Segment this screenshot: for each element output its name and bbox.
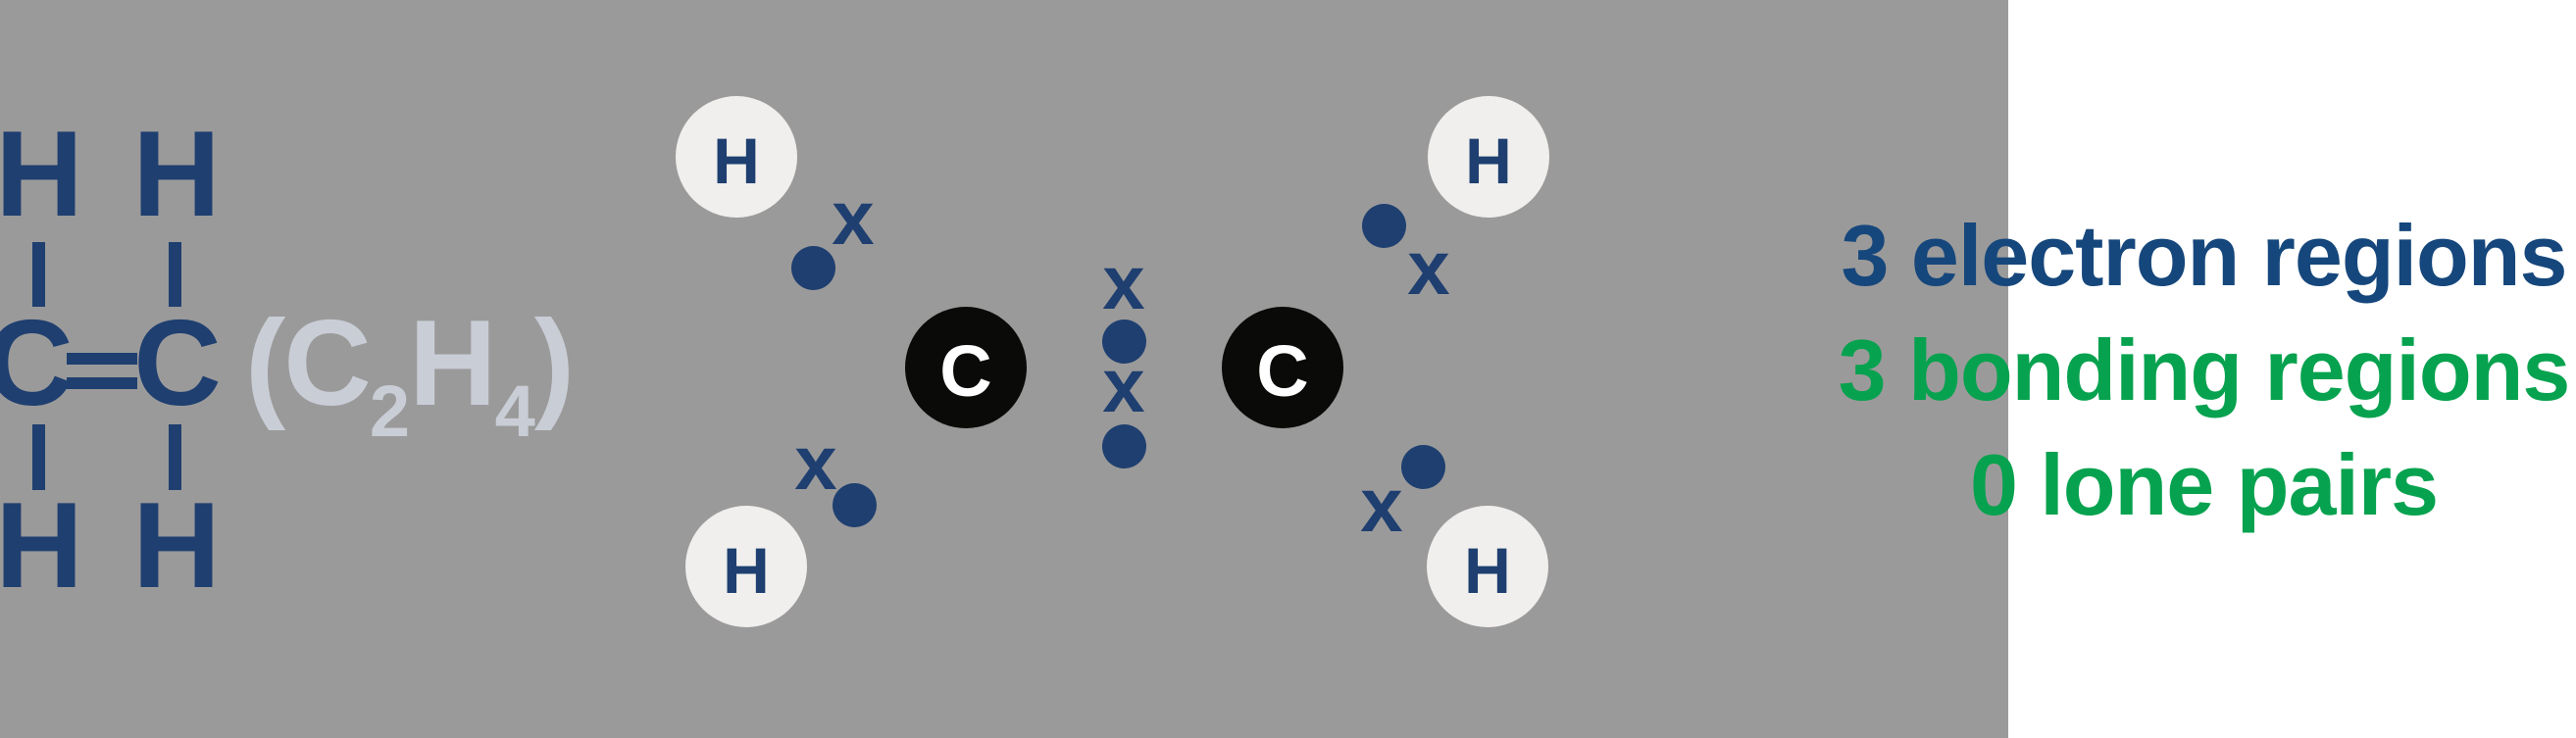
hydrogen-atom-bottom-left: H xyxy=(685,506,807,627)
formula-h-top-right: H xyxy=(132,107,221,242)
double-bond-bar-top xyxy=(67,353,137,365)
open-paren: ( xyxy=(245,296,285,431)
electron-dot-bottom-left-bond xyxy=(833,483,877,527)
lone-pairs-text: 0 lone pairs xyxy=(1969,436,2439,533)
electron-cross-double-bond-lower: x xyxy=(1102,342,1145,429)
bonding-regions-text: 3 bonding regions xyxy=(1838,321,2571,418)
hydrogen-atom-bottom-right: H xyxy=(1427,506,1548,627)
hydrogen-atom-label: H xyxy=(1464,534,1511,607)
hydrogen-atom-label: H xyxy=(713,124,760,197)
electron-dot-top-right-bond xyxy=(1362,204,1406,248)
hydrogen-atom-top-left: H xyxy=(676,96,797,218)
electron-dot-top-left-bond xyxy=(791,246,835,290)
double-bond-bar-bottom xyxy=(67,377,137,389)
electron-cross-bottom-right-bond: x xyxy=(1360,462,1403,549)
electron-cross-top-left-bond: x xyxy=(832,174,875,262)
electron-cross-bottom-left-bond: x xyxy=(794,419,837,507)
carbon-atom-label: C xyxy=(1256,330,1309,412)
formula-h-top-left: H xyxy=(0,107,83,242)
hydrogen-subscript: 4 xyxy=(494,370,535,452)
carbon-atom-left: C xyxy=(905,307,1027,428)
electron-cross-double-bond-upper: x xyxy=(1102,239,1145,326)
electron-dot-double-bond-lower xyxy=(1102,424,1146,468)
electron-regions-text: 3 electron regions xyxy=(1841,207,2567,304)
formula-h-bottom-left: H xyxy=(0,478,83,614)
hydrogen-atom-label: H xyxy=(1465,124,1512,197)
bond-line-top-right xyxy=(169,242,181,307)
hydrogen-atom-top-right: H xyxy=(1428,96,1549,218)
carbon-atom-label: C xyxy=(939,330,992,412)
carbon-subscript: 2 xyxy=(369,370,410,452)
molecular-formula-label: (C2H4) xyxy=(245,303,575,448)
formula-carbon: C xyxy=(283,296,372,431)
formula-c-left: C xyxy=(0,296,74,431)
formula-h-bottom-right: H xyxy=(132,478,221,614)
electron-cross-top-right-bond: x xyxy=(1407,224,1450,312)
formula-c-right: C xyxy=(133,296,222,431)
electron-dot-bottom-right-bond xyxy=(1401,445,1445,489)
bond-line-bottom-left xyxy=(32,424,45,490)
bond-line-top-left xyxy=(32,242,45,307)
annotation-panel: 3 electron regions 3 bonding regions 0 l… xyxy=(1834,198,2574,542)
hydrogen-atom-label: H xyxy=(723,534,770,607)
bond-line-bottom-right xyxy=(169,424,181,490)
electron-dot-double-bond-upper xyxy=(1102,320,1146,364)
close-paren: ) xyxy=(533,296,575,431)
carbon-atom-right: C xyxy=(1222,307,1343,428)
formula-hydrogen: H xyxy=(409,296,497,431)
